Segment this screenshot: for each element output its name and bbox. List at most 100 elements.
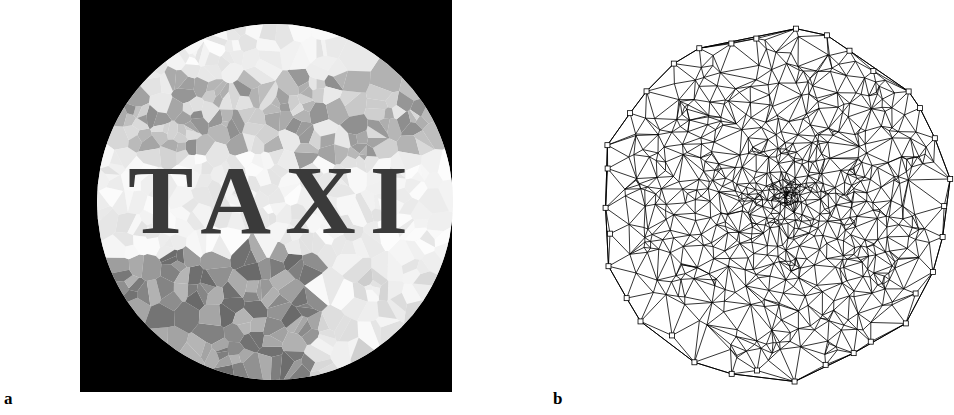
segment-cell [255,58,283,80]
boundary-node [628,111,633,116]
boundary-node [871,68,876,73]
segment-cell [417,259,430,274]
segment-cell [206,267,233,287]
segment-cell [367,138,389,148]
segment-cell [339,22,404,72]
segment-cell [203,38,225,56]
segment-cell [175,70,188,89]
boundary-node [940,235,945,240]
segment-cell [311,359,334,372]
segment-cell [325,34,350,59]
segment-cell [225,22,240,40]
segment-cell [256,38,280,51]
segment-cell [184,125,196,132]
segment-cell [199,305,221,326]
segment-cell [331,278,354,310]
segment-cell [95,53,150,106]
segment-cell [194,77,209,98]
boundary-node [948,176,953,181]
segment-cell [404,300,455,382]
boundary-node [755,368,760,373]
segment-cell [232,308,253,325]
segment-cell [366,84,393,101]
segment-cell [262,104,280,115]
segment-cell [95,45,161,80]
segment-cell [242,48,260,70]
segment-cell [158,22,189,64]
segment-cell [377,301,397,319]
boundary-node [606,264,611,269]
segment-cell [343,71,371,93]
segment-cell [296,122,313,137]
segment-cell [174,267,190,284]
segment-cell [95,270,133,284]
segment-cell [367,119,389,138]
segment-cell [95,208,118,244]
segment-cell [95,77,127,127]
segment-cell [357,302,379,322]
segment-cell [95,125,129,149]
segment-cell [95,281,129,320]
boundary-node [942,204,947,209]
boundary-node [638,319,643,324]
segment-cell [142,254,162,281]
segment-cell [228,342,245,356]
boundary-node [603,205,608,210]
segment-cell [392,105,406,119]
boundary-node [624,296,629,301]
segment-cell [372,286,380,296]
segment-cell [372,268,388,286]
segment-cell [309,130,321,150]
segment-cell [230,50,244,65]
triangle-mesh [603,26,953,384]
segment-cell [95,298,151,368]
segment-cell [122,102,136,115]
segment-cell [333,71,347,90]
segment-cell [323,86,342,105]
segment-cell [206,79,223,91]
segment-cell [201,342,212,363]
segment-cell [99,187,123,207]
segment-cell [250,318,266,332]
segment-cell [287,22,312,43]
segment-cell [271,354,282,382]
boundary-node [868,339,873,344]
segment-cell [291,286,307,306]
segment-cell [206,286,224,304]
segment-cell [297,303,313,308]
segment-cell [399,22,455,101]
segment-cell [192,50,197,56]
mesh-edges [606,29,951,382]
segment-cell [338,319,358,342]
segment-cell [343,258,372,283]
image-text: TAXI [128,151,422,249]
segment-cell [256,124,279,144]
segment-cell [205,52,220,66]
boundary-node [671,61,676,66]
segment-cell [174,111,191,125]
segment-cell [427,230,444,239]
segment-cell [306,63,329,81]
segment-cell [419,188,449,213]
boundary-node [847,48,852,53]
segment-cell [149,22,185,70]
boundary-node [605,166,610,171]
segment-cell [235,262,262,280]
segment-cell [309,371,328,382]
segment-cell [348,133,358,147]
boundary-node [917,106,922,111]
segment-cell [156,276,174,299]
segment-cell [163,122,171,134]
segment-cell [95,327,168,382]
segment-cell [227,119,240,140]
segment-cell [233,80,252,96]
boundary-node [906,89,911,94]
boundary-node [903,321,908,326]
segment-cell [320,133,335,148]
segment-cell [381,321,444,382]
segment-cell [195,22,227,40]
segment-cell [299,264,323,286]
image-background [80,0,452,392]
segment-cell [261,287,280,309]
boundary-node [754,36,759,41]
